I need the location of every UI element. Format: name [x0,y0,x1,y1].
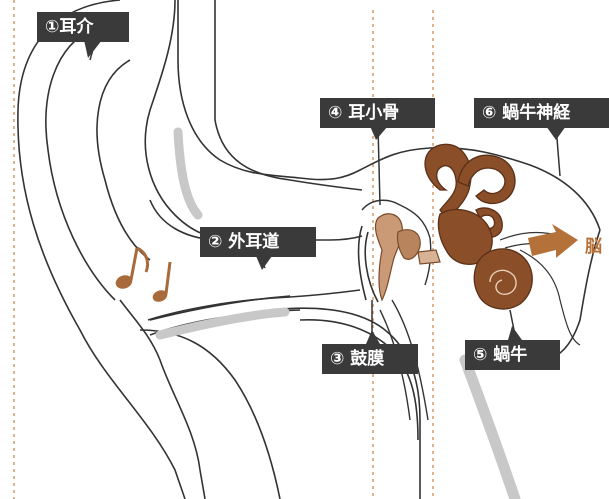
pinna-outline [17,0,186,499]
antihelix [96,59,151,261]
pointer-ossicles [377,125,381,206]
section-divider-lines [13,0,434,499]
arrow-right-icon [528,224,578,258]
ear-canal-lower-wall [147,289,361,321]
lobe-lower [139,329,281,499]
eardrum [357,225,379,303]
semicircular-canal-top [457,154,516,205]
label-ossicles: ④ 耳小骨 [320,98,435,128]
concha [119,299,206,499]
label-brain: 脳 [585,237,602,257]
label-cochlear-nerve: ⑥ 蝸牛神経 [474,98,609,128]
note-stem-1 [129,247,139,281]
eardrum-membrane [357,225,367,301]
nerve-outline [519,249,581,346]
skull-bottom [269,307,421,499]
cochlea-outer [473,248,533,310]
cochlea-spiral [489,269,517,295]
inner-ear [424,143,533,310]
malleus [374,213,403,302]
cartilage-lower [155,307,290,340]
label-tails [84,40,566,344]
tail-cochlea [508,326,522,340]
label-pinna: ①耳介 [37,12,129,42]
note-stem-2 [164,261,172,295]
ossicles [374,213,441,302]
pinna-inner-helix [45,27,116,301]
tail-pinna [84,40,102,58]
skull-inner-top [214,0,363,191]
nerve-channel [459,354,521,499]
cartilage-tissue [155,127,521,499]
incus [396,229,421,260]
label-cochlea: ⑤ 蝸牛 [465,340,560,370]
eardrum-tilt [364,231,379,303]
cartilage-upper [173,127,203,220]
tail-nerve [546,126,566,140]
tail-canal [256,256,272,270]
skull-outer-top [177,0,601,231]
music-note-icon [115,246,172,302]
label-ear-canal: ② 外耳道 [200,227,316,257]
tail-eardrum [366,330,380,344]
tail-ossicles [370,126,388,140]
note-flag-1 [136,246,150,273]
skull-bottom-2 [299,318,419,441]
stapes [417,249,441,265]
label-eardrum: ③ 鼓膜 [322,344,418,374]
